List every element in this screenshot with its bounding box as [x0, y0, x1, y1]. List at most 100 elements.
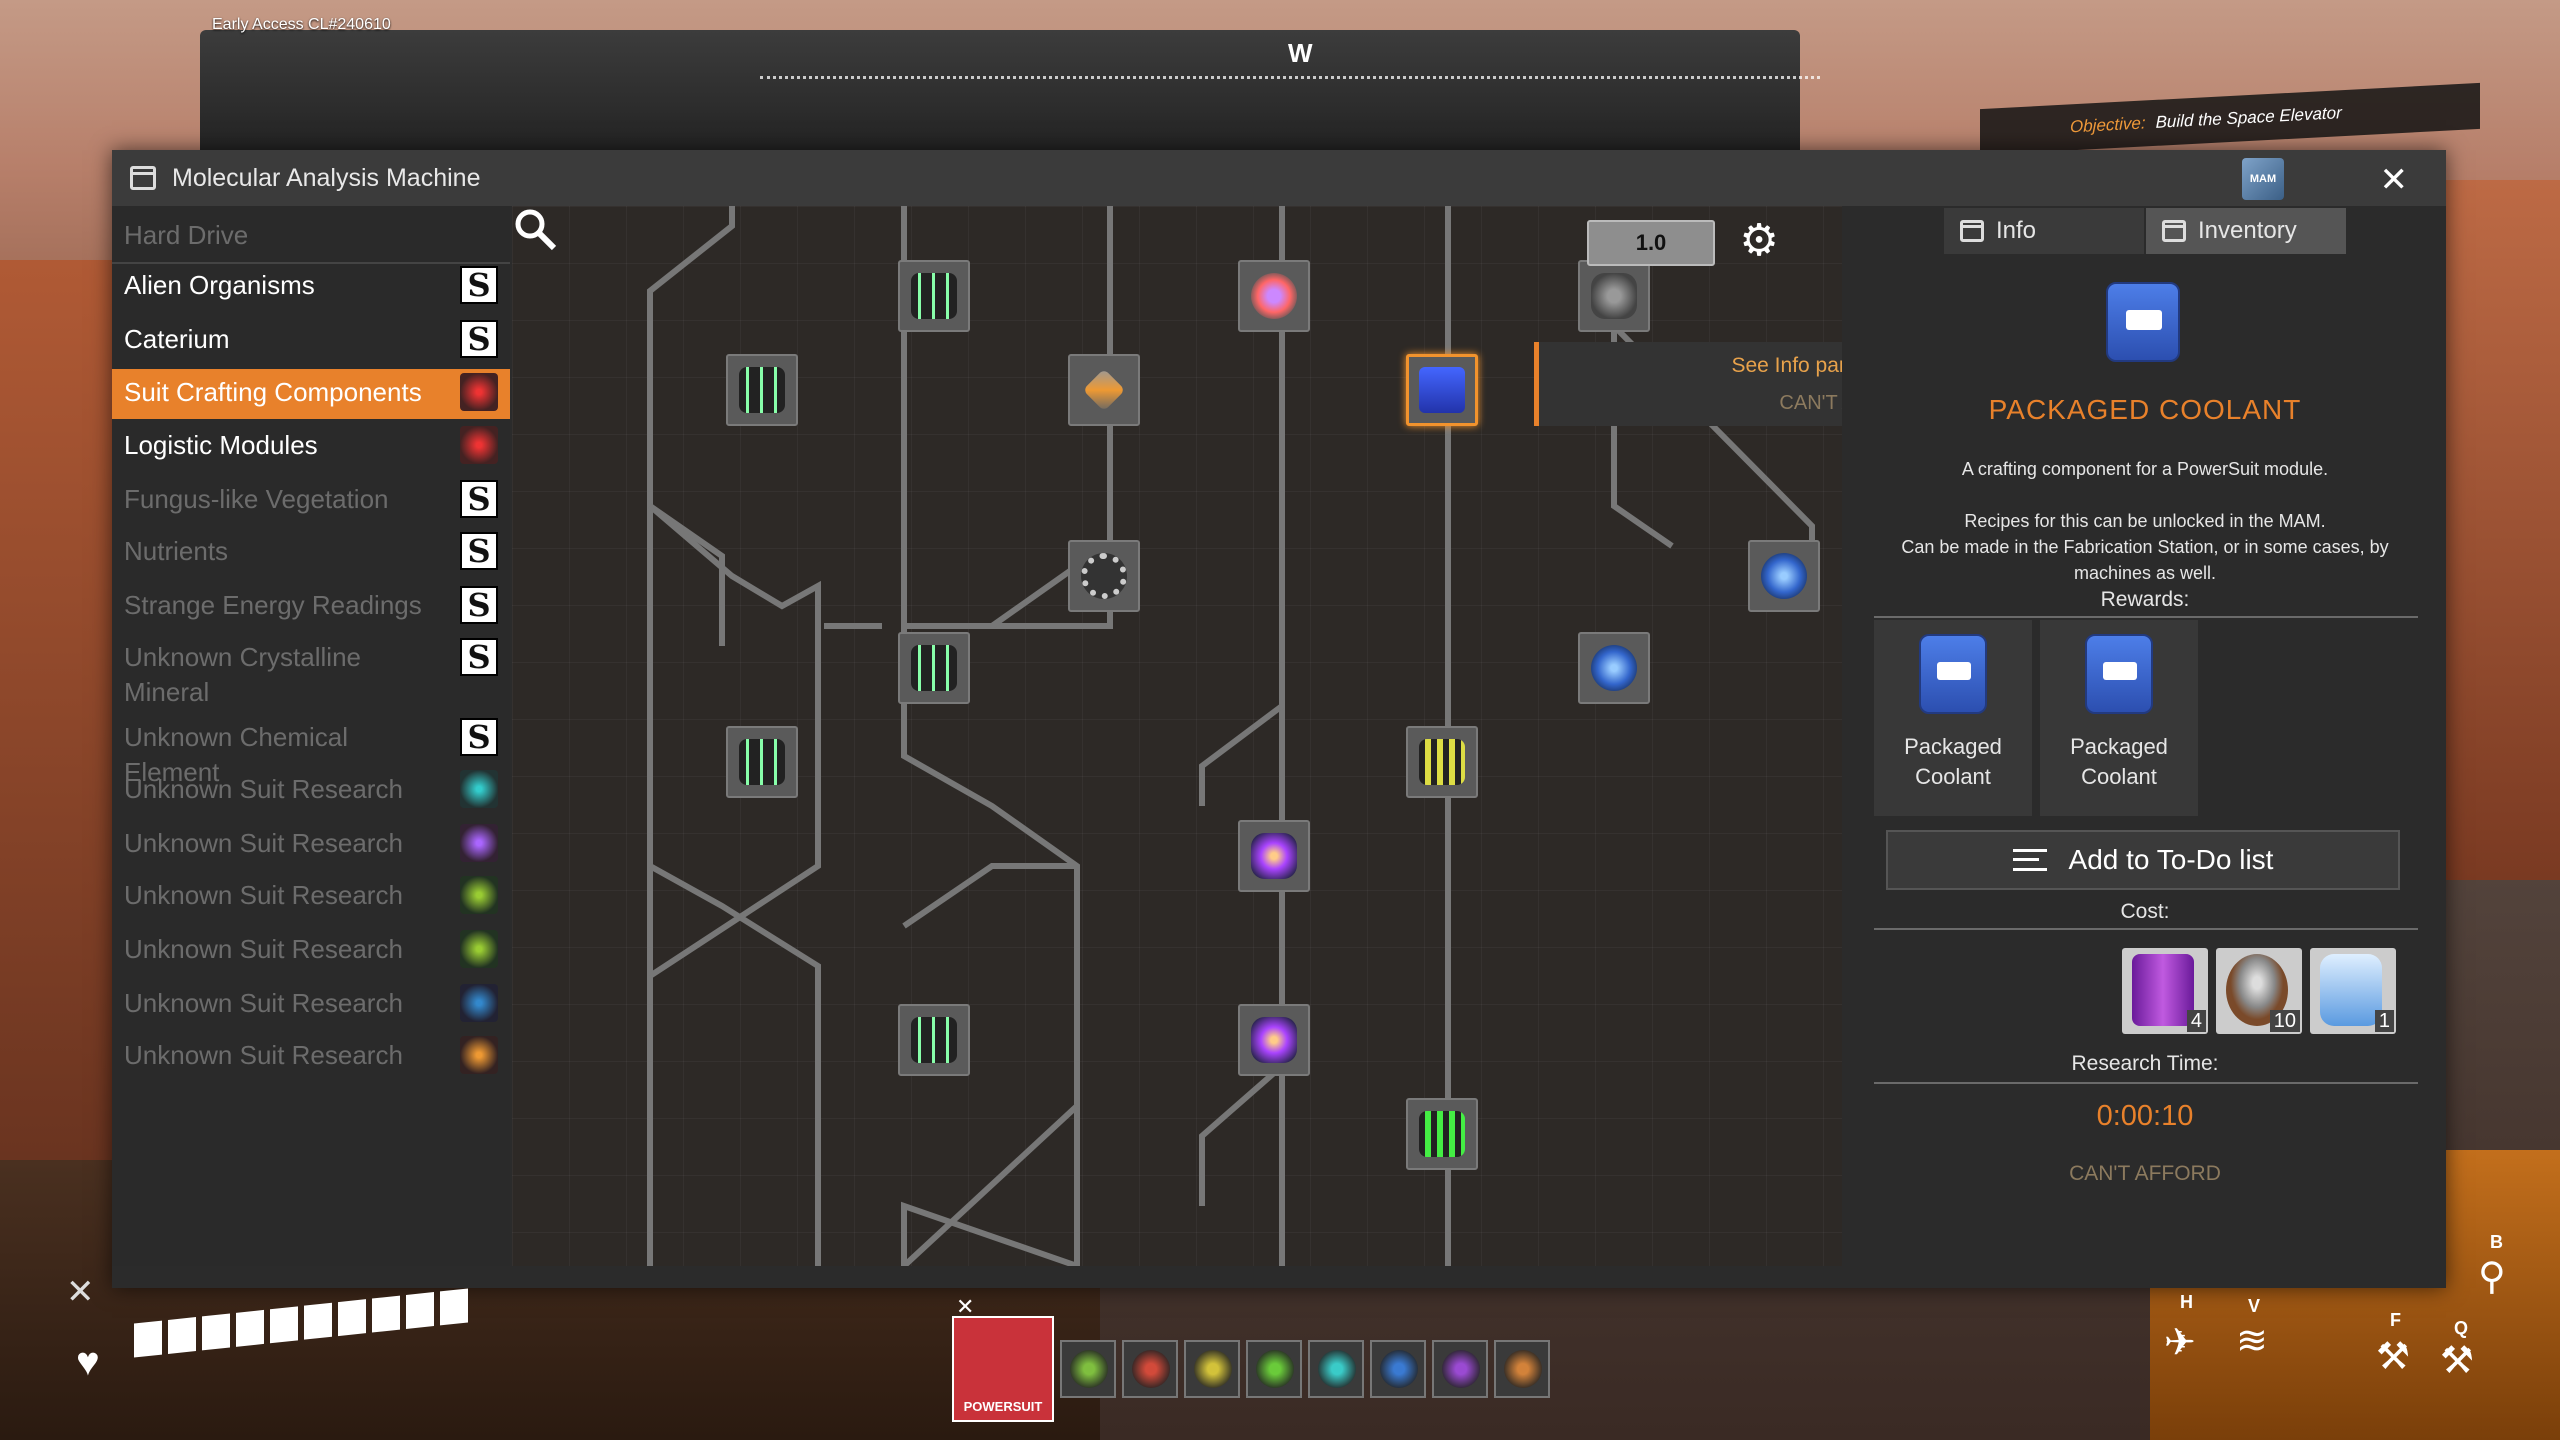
health-cell — [236, 1309, 264, 1347]
hotbar-slot[interactable] — [1184, 1340, 1240, 1398]
window-tab-icon — [1960, 220, 1984, 242]
packaged-coolant-icon — [1419, 367, 1465, 413]
health-cell — [134, 1320, 162, 1358]
tab-info[interactable]: Info — [1944, 208, 2144, 254]
category-label: Caterium — [124, 324, 230, 354]
objective-value: Build the Space Elevator — [2155, 103, 2342, 132]
research-node-canisters-2[interactable] — [898, 632, 970, 704]
hotbar-slot[interactable] — [1246, 1340, 1302, 1398]
unlock-note-2: Can be made in the Fabrication Station, … — [1901, 537, 2389, 557]
purple-barrel-icon — [2132, 954, 2194, 1026]
hotbar-slot[interactable] — [1308, 1340, 1364, 1398]
flashlight-icon[interactable]: ⚲ — [2478, 1256, 2506, 1298]
research-node-rock[interactable] — [1578, 260, 1650, 332]
schematic-s-icon: S — [460, 718, 498, 756]
cant-afford-label: CAN'T AFFORD — [2069, 1162, 2221, 1185]
category-item[interactable]: Unknown Chemical Element S — [112, 714, 510, 787]
research-node-canisters-4[interactable] — [898, 1004, 970, 1076]
category-item[interactable]: Unknown Suit Research — [112, 766, 510, 814]
research-node-packaged-coolant[interactable] — [1406, 354, 1478, 426]
hotbar-slot[interactable] — [1370, 1340, 1426, 1398]
key-hint-h: H — [2180, 1292, 2193, 1312]
category-item[interactable]: Suit Crafting Components — [112, 369, 510, 419]
category-item[interactable]: Unknown Suit Research — [112, 872, 510, 920]
category-item[interactable]: Nutrients S — [112, 528, 510, 576]
hotbar-slot[interactable] — [1432, 1340, 1488, 1398]
canister-icon — [911, 1017, 957, 1063]
research-node-crystal[interactable] — [1068, 354, 1140, 426]
research-node-green-cans[interactable] — [1406, 1098, 1478, 1170]
research-node-alien-blob[interactable] — [1238, 260, 1310, 332]
hammer-icon[interactable]: ⚒ — [2440, 1340, 2475, 1382]
research-node-purple-object-2[interactable] — [1238, 1004, 1310, 1076]
category-item[interactable]: Unknown Suit Research — [112, 980, 510, 1028]
category-item[interactable]: Unknown Suit Research — [112, 926, 510, 974]
hotbar-slot[interactable] — [1060, 1340, 1116, 1398]
category-item[interactable]: Unknown Suit Research — [112, 1032, 510, 1080]
rock-icon — [1591, 273, 1637, 319]
powersuit-research-icon — [460, 876, 498, 914]
canister-icon — [739, 367, 785, 413]
wifi-icon[interactable]: ≋ — [2236, 1320, 2268, 1362]
close-hud-icon[interactable]: ✕ — [66, 1273, 95, 1311]
powersuit-module-icon — [1132, 1350, 1170, 1388]
reward-item: Packaged Coolant — [2040, 620, 2198, 816]
schematic-s-icon: S — [460, 480, 498, 518]
research-node-yellow-cans[interactable] — [1406, 726, 1478, 798]
category-item[interactable]: Hard Drive — [112, 212, 510, 250]
cost-item: 10 — [2216, 948, 2302, 1034]
close-button[interactable]: ✕ — [2379, 161, 2409, 199]
category-label: Unknown Chemical Element — [124, 722, 348, 787]
research-node-purple-object[interactable] — [1238, 820, 1310, 892]
cost-item: 4 — [2122, 948, 2208, 1034]
heart-icon: ♥ — [76, 1340, 100, 1384]
window-titlebar: Molecular Analysis Machine MAM ✕ — [112, 150, 2446, 206]
packaged-coolant-icon — [1919, 634, 1987, 714]
compass-track — [760, 76, 1820, 79]
add-to-todo-button[interactable]: Add to To-Do list — [1886, 830, 2400, 890]
packaged-coolant-icon — [2085, 634, 2153, 714]
research-node-canisters[interactable] — [726, 354, 798, 426]
category-label: Nutrients — [124, 536, 229, 566]
alien-artifact-icon — [1251, 833, 1297, 879]
unlock-note-3: machines as well. — [2073, 563, 2217, 583]
gear-icon[interactable]: ⚙ — [1739, 216, 1779, 265]
research-node-energy-orb[interactable] — [1748, 540, 1820, 612]
schematic-s-icon: S — [460, 532, 498, 570]
reward-name-line1: Packaged — [1904, 734, 2002, 759]
research-node-ring[interactable] — [1068, 540, 1140, 612]
category-label: Unknown Suit Research — [124, 988, 403, 1018]
research-node-canisters-3[interactable] — [726, 726, 798, 798]
hotbar-slot[interactable] — [1122, 1340, 1178, 1398]
hotbar-main-label: POWERSUIT — [963, 1399, 1043, 1414]
reward-name-line2: Coolant — [2081, 764, 2157, 789]
add-to-todo-label: Add to To-Do list — [2068, 844, 2274, 875]
research-time-value: 0:00:10 — [2096, 1100, 2194, 1132]
alien-artifact-icon — [1251, 1017, 1297, 1063]
green-canister-icon — [1419, 1111, 1465, 1157]
research-tree[interactable]: 1.0 ⚙ See Info panel to the right CAN'T … — [512, 206, 1842, 1266]
no-flight-icon[interactable]: ✈ — [2164, 1322, 2196, 1364]
search-icon[interactable] — [512, 206, 558, 252]
tab-inventory[interactable]: Inventory — [2146, 208, 2346, 254]
research-node-mycelia[interactable] — [898, 260, 970, 332]
hotbar-main-slot[interactable]: ✕ POWERSUIT — [952, 1294, 1054, 1422]
close-icon[interactable]: ✕ — [956, 1294, 975, 1319]
tooltip-cant-afford: CAN'T AFFORD — [1779, 392, 1842, 414]
powersuit-module-icon — [1194, 1350, 1232, 1388]
zoom-level-field[interactable]: 1.0 — [1587, 220, 1715, 266]
mam-badge-icon: MAM — [2242, 158, 2284, 200]
objective-label: Objective: — [2070, 113, 2146, 137]
research-node-energy-orb-2[interactable] — [1578, 632, 1650, 704]
hotbar-slot[interactable] — [1494, 1340, 1550, 1398]
build-gun-icon[interactable]: ⚒ — [2376, 1336, 2411, 1378]
alien-organ-icon — [1251, 273, 1297, 319]
window-title: Molecular Analysis Machine — [172, 163, 481, 192]
category-item[interactable]: Logistic Modules — [112, 422, 510, 470]
category-item[interactable]: Unknown Suit Research — [112, 820, 510, 868]
